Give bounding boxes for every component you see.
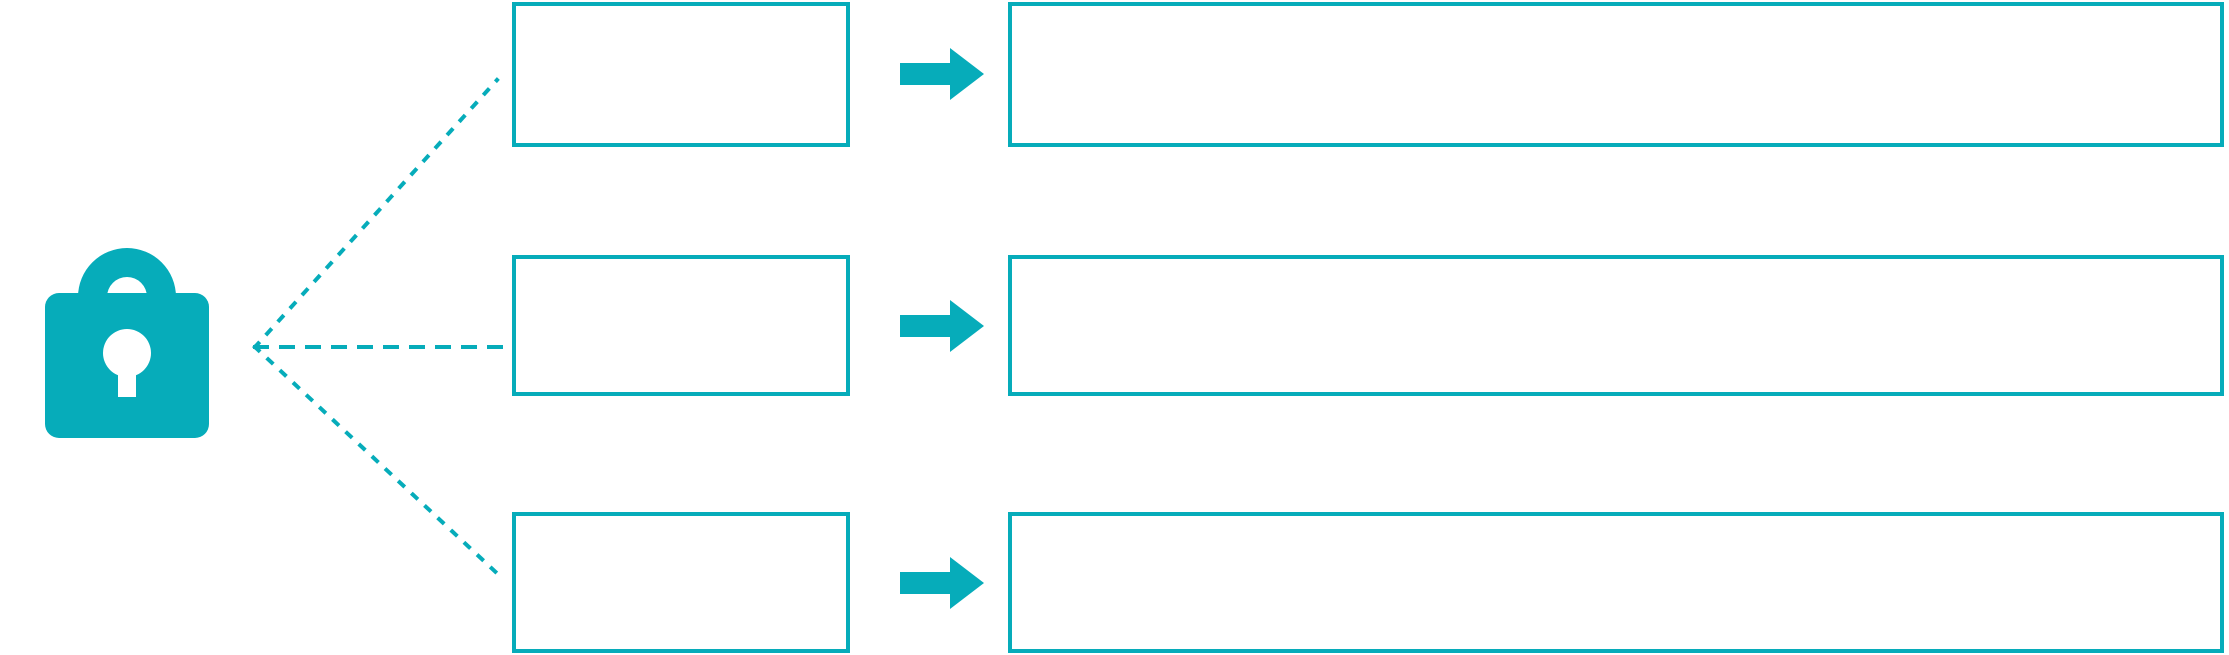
connector-line-bottom	[252, 344, 504, 580]
stage-box-large[interactable]	[1008, 255, 2224, 396]
connector-line-top	[252, 77, 500, 350]
lock-icon	[45, 248, 209, 438]
stage-box-small[interactable]	[512, 512, 850, 653]
stage-box-large[interactable]	[1008, 512, 2224, 653]
right-arrow-icon	[900, 300, 984, 352]
right-arrow-icon	[900, 557, 984, 609]
stage-box-small[interactable]	[512, 2, 850, 147]
right-arrow-icon	[900, 48, 984, 100]
stage-box-large[interactable]	[1008, 2, 2224, 147]
stage-box-small[interactable]	[512, 255, 850, 396]
